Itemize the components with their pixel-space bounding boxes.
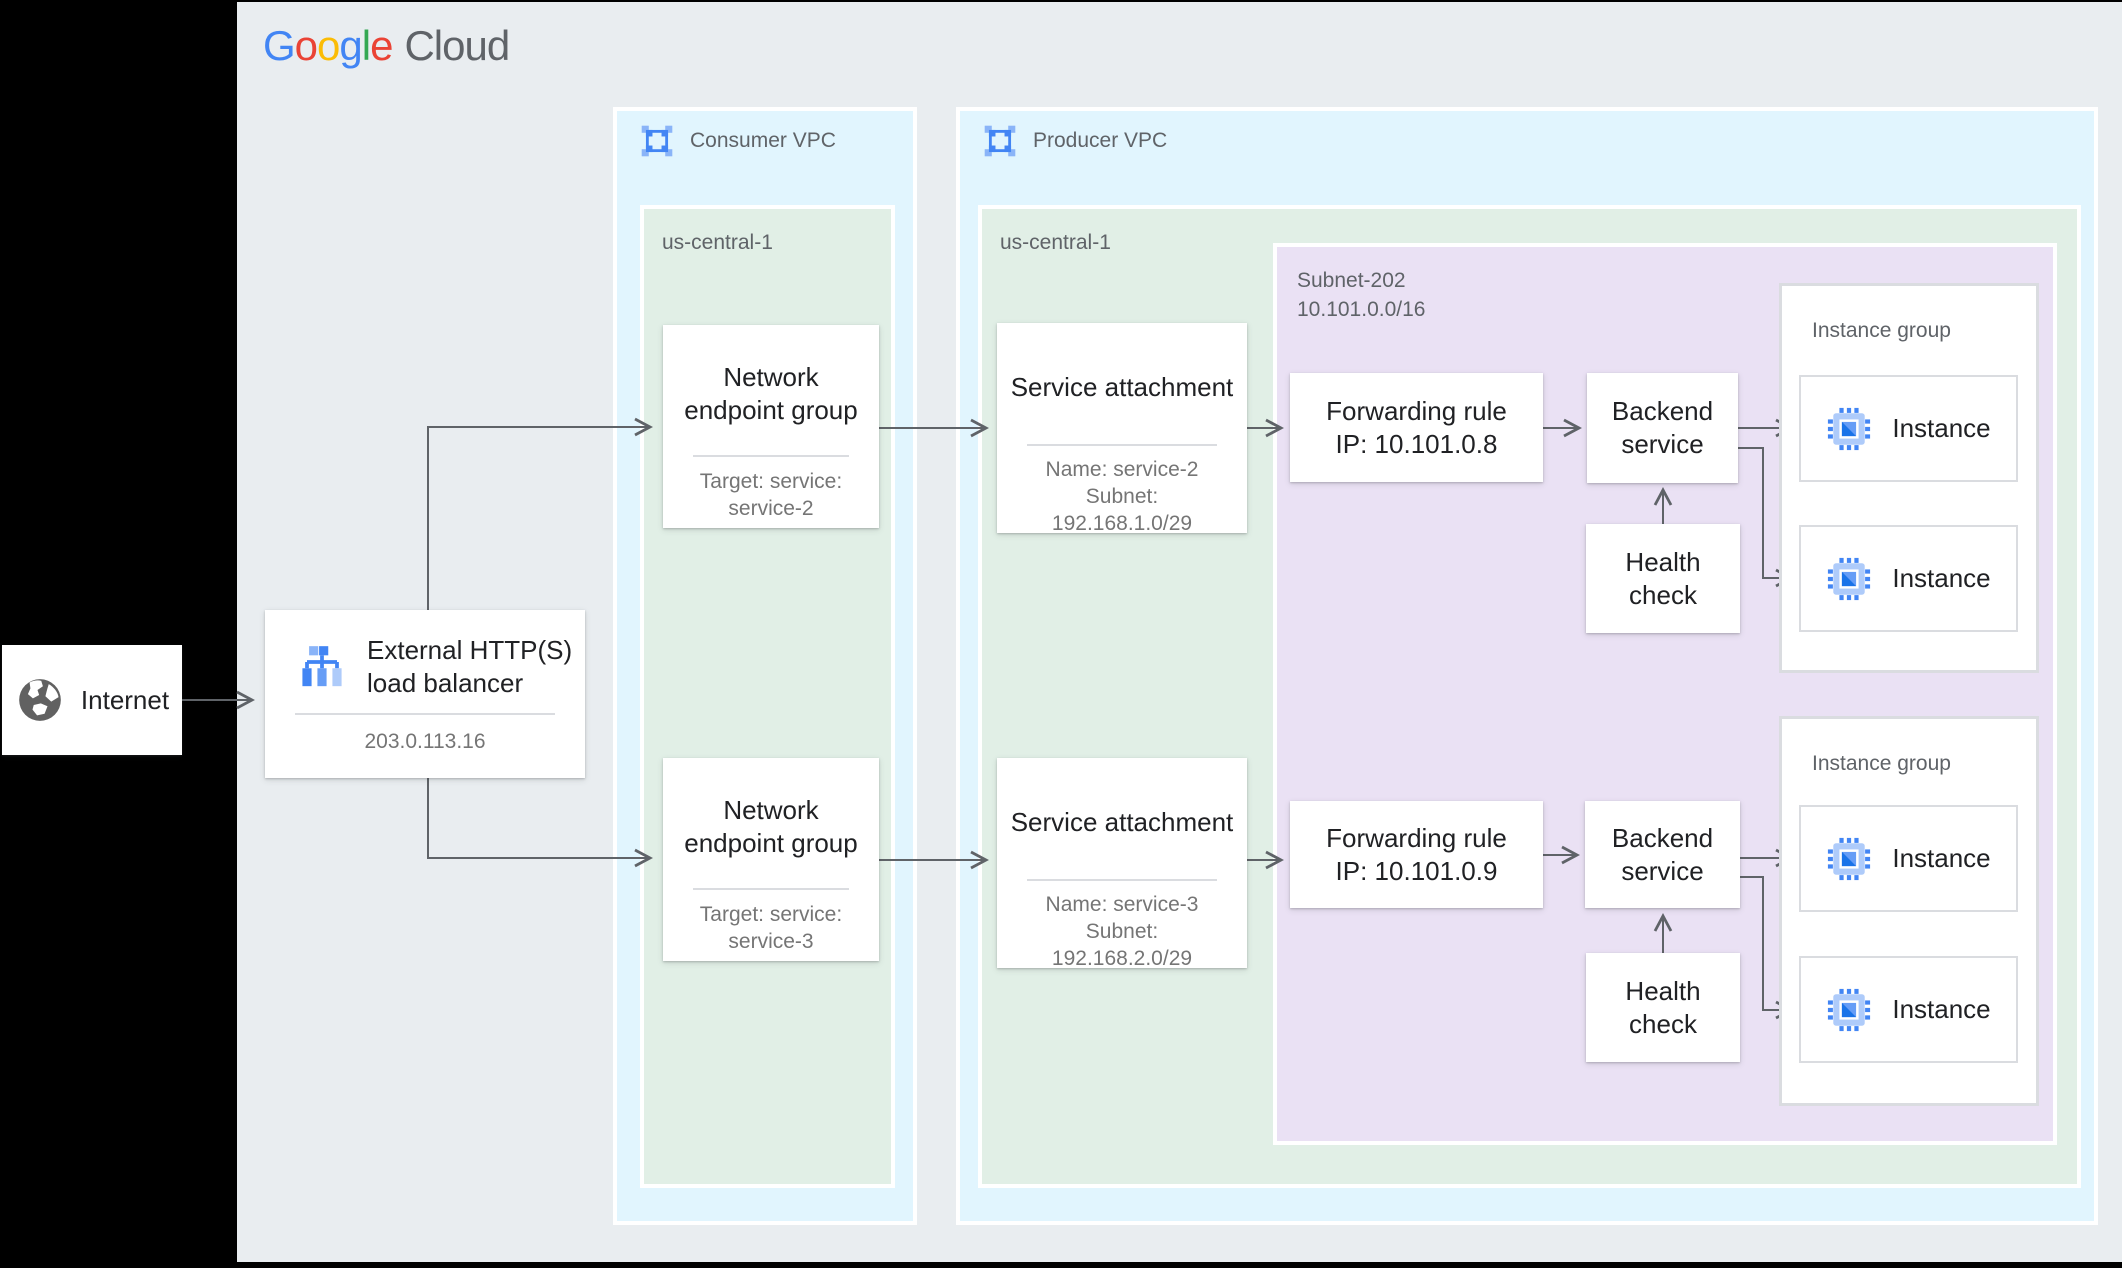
load-balancer-node: External HTTP(S) load balancer 203.0.113… <box>265 610 585 778</box>
service-attachment-top: Service attachment Name: service-2 Subne… <box>997 323 1247 535</box>
instance-group-top-label: Instance group <box>1812 319 1951 342</box>
subnet-label: Subnet-202 10.101.0.0/16 <box>1297 266 1425 324</box>
instance-1: Instance <box>1799 375 2018 482</box>
health-check-bottom: Health check <box>1586 953 1740 1062</box>
sa-top-details: Name: service-2 Subnet: 192.168.1.0/29 <box>1046 456 1199 537</box>
divider <box>693 455 849 457</box>
fr-top-line1: Forwarding rule <box>1326 395 1507 426</box>
divider <box>693 888 849 890</box>
producer-vpc-label: Producer VPC <box>1033 129 1168 152</box>
logo-letter: o <box>294 22 318 69</box>
sa-bottom-cidr: 192.168.2.0/29 <box>1051 947 1193 970</box>
load-balancer-title: External HTTP(S) load balancer <box>367 634 572 700</box>
network-endpoint-group-bottom: Network endpoint group Target: service: … <box>663 758 879 961</box>
vpc-icon <box>640 124 674 158</box>
internet-label: Internet <box>80 684 170 715</box>
service-attachment-bottom: Service attachment Name: service-3 Subne… <box>997 758 1247 970</box>
fr-bottom-line1: Forwarding rule <box>1326 822 1507 853</box>
forwarding-rule-top: Forwarding rule IP: 10.101.0.8 <box>1290 373 1543 482</box>
logo-letter: g <box>339 22 362 69</box>
sa-bottom-details: Name: service-3 Subnet: 192.168.2.0/29 <box>1046 891 1199 972</box>
consumer-region-label: us-central-1 <box>662 231 773 254</box>
sa-top-cidr: 192.168.1.0/29 <box>1051 512 1193 535</box>
logo-letter: l <box>361 22 371 69</box>
instance-4: Instance <box>1799 956 2018 1063</box>
sa-bottom-title: Service attachment <box>1010 807 1234 837</box>
compute-instance-icon <box>1828 407 1871 450</box>
instance-3-label: Instance <box>1892 843 1991 873</box>
logo-letter: o <box>317 22 340 69</box>
hc-top-line1: Health <box>1625 546 1701 577</box>
logo-cloud-text: Cloud <box>404 22 510 69</box>
health-check-top: Health check <box>1586 524 1740 633</box>
neg-top-target-line2: service-2 <box>728 497 814 520</box>
bs-bottom-line2: service <box>1621 855 1704 886</box>
subnet-cidr: 10.101.0.0/16 <box>1297 298 1426 321</box>
fr-top-line2: IP: 10.101.0.8 <box>1335 428 1498 459</box>
neg-bottom-target-line2: service-3 <box>728 930 814 953</box>
bs-top-line1: Backend <box>1611 396 1714 426</box>
consumer-vpc-header: Consumer VPC <box>640 124 836 158</box>
producer-region-label: us-central-1 <box>1000 231 1111 254</box>
subnet-name: Subnet-202 <box>1297 269 1406 292</box>
sa-bottom-subnet-label: Subnet: <box>1085 920 1159 943</box>
load-balancer-icon <box>300 644 344 689</box>
fr-bottom-line2: IP: 10.101.0.9 <box>1335 855 1498 886</box>
neg-bottom-target-line1: Target: service: <box>699 903 843 926</box>
sa-top-name: Name: service-2 <box>1045 458 1199 481</box>
compute-instance-icon <box>1828 837 1871 880</box>
neg-top-title: Network endpoint group <box>684 362 858 425</box>
producer-vpc-header: Producer VPC <box>983 124 1167 158</box>
hc-top-line2: check <box>1629 579 1697 610</box>
instance-1-label: Instance <box>1892 413 1991 443</box>
instance-2-label: Instance <box>1892 563 1991 593</box>
internet-node: Internet <box>2 645 182 755</box>
hc-bottom-line2: check <box>1629 1008 1697 1039</box>
network-endpoint-group-top: Network endpoint group Target: service: … <box>663 325 879 528</box>
neg-bottom-target: Target: service: service-3 <box>700 901 842 955</box>
divider <box>295 713 555 715</box>
divider <box>1027 879 1217 881</box>
forwarding-rule-bottom: Forwarding rule IP: 10.101.0.9 <box>1290 801 1543 908</box>
bs-bottom-line1: Backend <box>1611 822 1714 853</box>
compute-instance-icon <box>1828 988 1871 1031</box>
instance-4-label: Instance <box>1892 994 1991 1024</box>
sa-top-title: Service attachment <box>1010 372 1234 402</box>
neg-top-target-line1: Target: service: <box>699 470 843 493</box>
instance-3: Instance <box>1799 805 2018 912</box>
lb-title-line2: load balancer <box>367 668 524 698</box>
instance-group-bottom-label: Instance group <box>1812 752 1951 775</box>
instance-2: Instance <box>1799 525 2018 632</box>
hc-bottom-line1: Health <box>1625 975 1701 1006</box>
bs-top-line2: service <box>1621 429 1704 459</box>
load-balancer-ip: 203.0.113.16 <box>364 730 486 753</box>
compute-instance-icon <box>1828 557 1871 600</box>
sa-top-subnet-label: Subnet: <box>1085 485 1159 508</box>
divider <box>1027 444 1217 446</box>
logo-letter: G <box>263 22 296 69</box>
sa-bottom-name: Name: service-3 <box>1045 893 1199 916</box>
backend-service-top: Backend service <box>1587 373 1738 483</box>
vpc-icon <box>983 124 1017 158</box>
logo-letter: e <box>370 22 393 69</box>
lb-title-line1: External HTTP(S) <box>367 635 573 665</box>
consumer-vpc-label: Consumer VPC <box>690 129 836 152</box>
backend-service-bottom: Backend service <box>1585 801 1740 908</box>
neg-top-target: Target: service: service-2 <box>700 468 842 522</box>
neg-bottom-title: Network endpoint group <box>684 795 858 858</box>
globe-icon <box>19 679 61 721</box>
